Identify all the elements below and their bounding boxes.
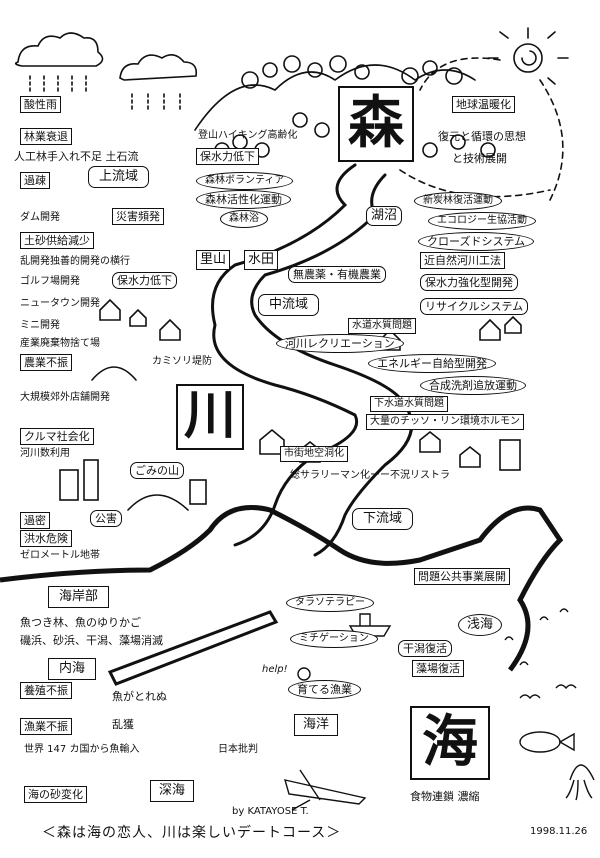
coastline bbox=[0, 505, 564, 672]
label-middle-basin: 中流域 bbox=[258, 294, 320, 316]
label-recycle-system: リサイクルシステム bbox=[420, 298, 529, 315]
label-food-chain: 食物連鎖 濃縮 bbox=[410, 790, 480, 803]
octopus bbox=[565, 764, 595, 801]
label-overcrowding: 過密 bbox=[20, 512, 50, 529]
swimmer-head bbox=[297, 667, 311, 681]
label-japan-criticism: 日本批判 bbox=[218, 744, 258, 755]
label-garbage-mountain: ごみの山 bbox=[130, 462, 184, 479]
label-mitigation: ミチゲーション bbox=[290, 630, 378, 648]
label-zero-meter-zone: ゼロメートル地帯 bbox=[20, 550, 100, 561]
label-retention-development: 保水力強化型開発 bbox=[420, 274, 518, 291]
label-inland-sea: 内海 bbox=[48, 658, 97, 680]
label-forest-bathing: 森林浴 bbox=[220, 210, 268, 228]
label-organic-farming: 無農薬・有機農業 bbox=[288, 266, 386, 283]
label-fishery-slump: 漁業不振 bbox=[20, 718, 72, 735]
label-razor-levee: カミソリ堤防 bbox=[152, 356, 212, 367]
label-golf-course: ゴルフ場開発 bbox=[20, 276, 80, 287]
label-salaryman-restructuring: 総サラリーマン化ーー不況リストラ bbox=[290, 470, 450, 481]
label-problem-public-works: 問題公共事業展開 bbox=[414, 568, 510, 585]
label-lower-basin: 下流域 bbox=[352, 508, 414, 530]
label-industrial-waste: 産業廃棄物捨て場 bbox=[20, 338, 100, 349]
label-pollution: 公害 bbox=[90, 510, 122, 527]
fish bbox=[519, 731, 561, 753]
label-global-warming: 地球温暖化 bbox=[452, 96, 515, 113]
rain-lines bbox=[29, 75, 181, 113]
label-dam-development: ダム開発 bbox=[20, 212, 60, 223]
label-aquaculture-slump: 養殖不振 bbox=[20, 682, 72, 699]
label-forest-activation: 森林活性化運動 bbox=[196, 190, 291, 209]
label-flood-danger: 洪水危険 bbox=[20, 530, 72, 547]
river bbox=[211, 163, 414, 557]
label-coastal-area: 海岸部 bbox=[48, 586, 110, 608]
label-river-usage: 河川数利用 bbox=[20, 448, 70, 459]
label-tap-water-problem: 水道水質問題 bbox=[348, 318, 416, 334]
label-overfishing: 乱獲 bbox=[112, 718, 134, 731]
cloud-left bbox=[14, 32, 104, 67]
label-restoration-thought: 復元と循環の思想 bbox=[438, 130, 526, 143]
sun bbox=[487, 27, 569, 85]
label-paddy: 水田 bbox=[244, 250, 279, 270]
label-satoyama: 里山 bbox=[196, 250, 231, 270]
label-water-retention-down-1: 保水力低下 bbox=[196, 148, 259, 165]
wave-marks bbox=[504, 608, 569, 666]
label-forestry-decline: 林業衰退 bbox=[20, 128, 72, 145]
label-upper-basin: 上流域 bbox=[88, 166, 150, 188]
label-coppice-revival: 新炭林復活運動 bbox=[414, 192, 502, 210]
label-shallow-sea: 浅海 bbox=[458, 614, 503, 636]
label-sea-sand-change: 海の砂変化 bbox=[24, 786, 87, 803]
hill-low bbox=[127, 494, 189, 511]
label-depopulation: 過疎 bbox=[20, 172, 50, 189]
label-fish-forest: 魚つき林、魚のゆりかご bbox=[20, 616, 141, 629]
label-downtown-hollowing: 市街地空洞化 bbox=[280, 446, 348, 462]
label-suburban-stores: 大規模郊外店舗開発 bbox=[20, 392, 110, 403]
kanji-river: 川 bbox=[176, 384, 244, 450]
airplane bbox=[284, 769, 367, 811]
label-reckless-development: 乱開発独善的開発の横行 bbox=[20, 256, 130, 267]
bird-1 bbox=[519, 694, 541, 700]
label-forest-volunteer: 森林ボランティア bbox=[196, 172, 294, 190]
label-acid-rain: 酸性雨 bbox=[20, 96, 61, 113]
label-car-society: クルマ社会化 bbox=[20, 428, 94, 445]
cloud-right bbox=[119, 54, 198, 81]
label-no-fish-caught: 魚がとれぬ bbox=[112, 690, 167, 703]
label-river-recreation: 河川レクリエーション bbox=[276, 334, 404, 353]
label-detergent-ban: 合成洗剤追放運動 bbox=[420, 376, 526, 395]
label-new-town: ニュータウン開発 bbox=[20, 298, 100, 309]
label-tidal-flat-loss: 磯浜、砂浜、干潟、藻場消滅 bbox=[20, 634, 163, 647]
label-closed-system: クローズドシステム bbox=[418, 232, 535, 251]
label-cultivation-fishery: 育てる漁業 bbox=[288, 680, 361, 699]
label-sewage-problem: 下水道水質問題 bbox=[370, 396, 448, 412]
label-artificial-forest: 人工林手入れ不足 土石流 bbox=[14, 150, 139, 163]
kanji-forest: 森 bbox=[338, 86, 414, 162]
bottom-caption: ＜森は海の恋人、川は楽しいデートコース＞ bbox=[42, 825, 342, 841]
label-seaweed-revival: 藻場復活 bbox=[412, 660, 464, 677]
label-energy-self-supply: エネルギー自給型開発 bbox=[368, 354, 496, 373]
label-mountain-hiking: 登山ハイキング高齢化 bbox=[198, 130, 298, 141]
label-ocean: 海洋 bbox=[294, 714, 339, 736]
label-frequent-disasters: 災害頻発 bbox=[112, 208, 164, 225]
label-ecology-coop: エコロジー生協活動 bbox=[428, 212, 536, 230]
label-farming-slump: 農業不振 bbox=[20, 354, 72, 371]
label-tech-development: と技術展開 bbox=[452, 152, 507, 165]
label-deep-sea: 深海 bbox=[150, 780, 195, 802]
label-sediment-decrease: 土砂供給減少 bbox=[20, 232, 94, 249]
label-byline: by KATAYOSE T. bbox=[232, 806, 309, 817]
label-nitrogen-phosphorus: 大量のチッソ・リン環境ホルモン bbox=[366, 414, 524, 430]
bird-2 bbox=[555, 684, 577, 690]
label-date: 1998.11.26 bbox=[530, 826, 588, 837]
label-water-retention-down-2: 保水力低下 bbox=[112, 272, 177, 289]
label-help: help! bbox=[262, 664, 288, 675]
label-mini-development: ミニ開発 bbox=[20, 320, 60, 331]
kanji-sea: 海 bbox=[410, 706, 490, 780]
label-tidal-flat-revival: 干潟復活 bbox=[398, 640, 452, 657]
label-fish-import: 世界 147 カ国から魚輸入 bbox=[24, 744, 140, 755]
dashed-cycle-arc bbox=[399, 57, 564, 201]
label-thalassotherapy: タラソテラピー bbox=[286, 594, 374, 612]
hill-mid bbox=[91, 366, 137, 381]
breakwater bbox=[107, 610, 279, 686]
label-lakes: 湖沼 bbox=[366, 206, 403, 226]
label-nature-river-method: 近自然河川工法 bbox=[420, 252, 505, 269]
